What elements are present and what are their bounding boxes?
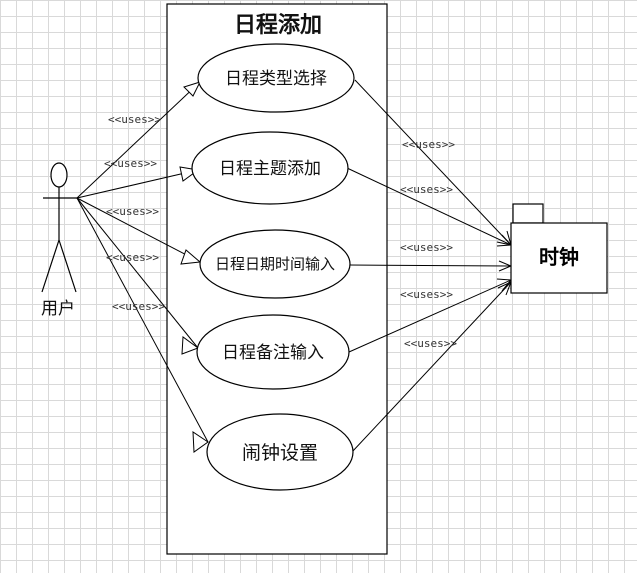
stereotype-label: <<uses>> xyxy=(106,205,159,218)
arrowhead xyxy=(181,336,200,355)
system-associations xyxy=(346,79,513,453)
actor-label: 用户 xyxy=(41,299,75,319)
system-stereotypes: <<uses>> <<uses>> <<uses>> <<uses>> <<us… xyxy=(400,138,457,350)
use-case-label: 日程主题添加 xyxy=(219,159,321,179)
use-case-ellipse xyxy=(197,43,355,113)
external-system-label: 时钟 xyxy=(539,245,579,269)
use-case-ellipse xyxy=(206,413,354,491)
stereotype-label: <<uses>> xyxy=(106,251,159,264)
system-title: 日程添加 xyxy=(234,12,322,38)
stereotype-label: <<uses>> xyxy=(112,300,165,313)
package-body xyxy=(510,222,608,294)
actor-left-leg xyxy=(41,239,60,293)
use-case-ellipse xyxy=(191,131,349,205)
arrowhead xyxy=(192,431,209,453)
stereotype-label: <<uses>> xyxy=(400,183,453,196)
use-case-ellipse xyxy=(196,314,350,390)
stereotype-label: <<uses>> xyxy=(400,288,453,301)
stereotype-label: <<uses>> xyxy=(404,337,457,350)
actor-stereotypes: <<uses>> <<uses>> <<uses>> <<uses>> <<us… xyxy=(104,113,165,313)
actor-right-leg xyxy=(58,239,77,293)
arrowhead xyxy=(183,81,201,97)
stereotype-label: <<uses>> xyxy=(402,138,455,151)
use-case-label: 日程备注输入 xyxy=(222,343,324,363)
use-case-topic-add[interactable]: 日程主题添加 xyxy=(191,131,349,205)
use-case-alarm-setting[interactable]: 闹钟设置 xyxy=(206,413,354,491)
actor-user[interactable]: 用户 xyxy=(41,162,77,319)
external-system-clock[interactable]: 时钟 xyxy=(510,203,608,294)
actor-head xyxy=(50,162,68,188)
arrowhead xyxy=(180,249,202,265)
use-case-label: 日程日期时间输入 xyxy=(215,255,335,273)
stereotype-label: <<uses>> xyxy=(108,113,161,126)
use-case-ellipse xyxy=(199,229,351,299)
use-case-datetime-input[interactable]: 日程日期时间输入 xyxy=(199,229,351,299)
package-tab xyxy=(512,203,544,224)
stereotype-label: <<uses>> xyxy=(400,241,453,254)
use-case-note-input[interactable]: 日程备注输入 xyxy=(196,314,350,390)
use-case-label: 闹钟设置 xyxy=(242,442,318,464)
use-case-type-select[interactable]: 日程类型选择 xyxy=(197,43,355,113)
use-case-label: 日程类型选择 xyxy=(225,69,327,89)
stereotype-label: <<uses>> xyxy=(104,157,157,170)
